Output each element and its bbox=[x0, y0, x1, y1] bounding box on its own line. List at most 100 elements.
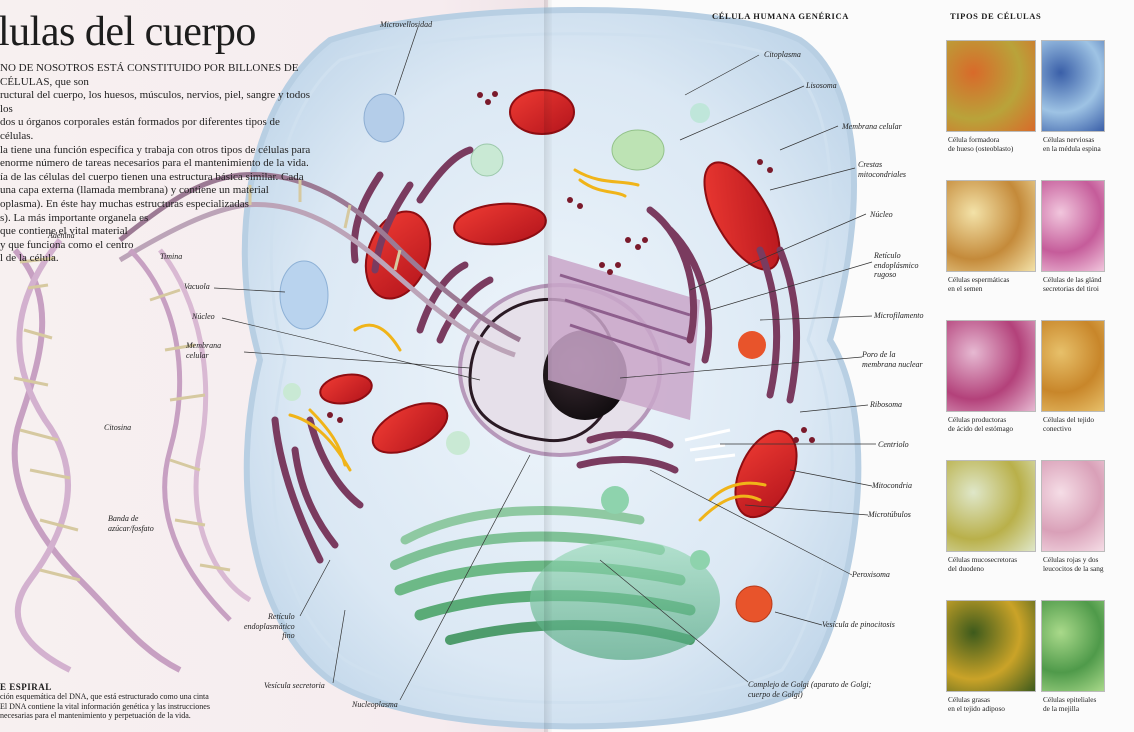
vesicles bbox=[279, 93, 773, 623]
golgi-apparatus bbox=[390, 486, 720, 660]
label-line: cuerpo de Golgi) bbox=[748, 689, 803, 699]
intro-line: s). La más importante organela es bbox=[0, 211, 149, 224]
caption-line: Células nerviosas bbox=[1043, 135, 1095, 144]
intro-line: dos u órganos corporales están formados … bbox=[0, 116, 280, 142]
leader-lines bbox=[213, 26, 876, 701]
section-text: ción esquemática del DNA, que está estru… bbox=[0, 692, 250, 721]
intro-line: NO DE NOSOTROS ESTÁ CONSTITUIDO POR BILL… bbox=[0, 62, 299, 88]
label-golgi: Complejo de Golgi (aparato de Golgi; cue… bbox=[748, 680, 871, 699]
microfilaments bbox=[288, 168, 767, 522]
label-ribosoma: Ribosoma bbox=[870, 400, 902, 409]
label-membrana-celular: Membrana celular bbox=[842, 122, 902, 131]
intro-line: enorme número de tareas necesarios para … bbox=[0, 157, 309, 170]
label-microvellosidad: Microvellosidad bbox=[380, 20, 433, 29]
caption-line: secretorias del tiroi bbox=[1043, 284, 1099, 294]
label-line: rugoso bbox=[874, 270, 897, 280]
ribosomes bbox=[327, 91, 815, 443]
caption-line: Célula formadora bbox=[948, 135, 1000, 144]
cell-type-image bbox=[946, 40, 1036, 132]
nucleus-graphic bbox=[458, 255, 700, 457]
text-line: El DNA contiene la vital información gen… bbox=[0, 701, 210, 711]
label-line: Membrana bbox=[186, 341, 222, 350]
caption-line: de hueso (osteoblasto) bbox=[948, 144, 1014, 154]
label-line: celular bbox=[186, 350, 209, 360]
cell-type-image bbox=[946, 460, 1036, 552]
label-nucleoplasma: Nucleoplasma bbox=[352, 700, 398, 709]
caption-line: del duodeno bbox=[948, 564, 984, 574]
label-line: Banda de bbox=[108, 514, 139, 523]
caption-line: Células del tejido bbox=[1043, 415, 1095, 424]
label-crestas: Crestas mitocondriales bbox=[858, 160, 906, 179]
intro-line: ía de las células del cuerpo tienen una … bbox=[0, 170, 304, 183]
intro-paragraph: NO DE NOSOTROS ESTÁ CONSTITUIDO POR BILL… bbox=[0, 62, 312, 266]
label-microfilamento: Microfilamento bbox=[874, 311, 924, 320]
cell-type-image bbox=[1041, 180, 1105, 272]
book-gutter bbox=[544, 0, 552, 732]
intro-line: una capa externa (llamada membrana) y co… bbox=[0, 184, 269, 197]
cell-type-image bbox=[946, 180, 1036, 272]
cell-type-image bbox=[1041, 320, 1105, 412]
caption-line: de la mejilla bbox=[1043, 704, 1080, 714]
caption-line: en el tejido adiposo bbox=[948, 704, 1005, 714]
header-types: TIPOS DE CÉLULAS bbox=[950, 11, 1042, 21]
dna-helix bbox=[11, 171, 522, 673]
label-line: fino bbox=[282, 631, 295, 641]
text-line: ción esquemática del DNA, que está estru… bbox=[0, 692, 209, 701]
label-line: Retículo bbox=[268, 612, 295, 621]
label-line: membrana nuclear bbox=[862, 359, 923, 369]
caption-line: Células epiteliales bbox=[1043, 695, 1097, 704]
label-reticulo-rugoso: Retículo endoplásmico rugoso bbox=[874, 251, 918, 280]
caption-line: Células espermáticas bbox=[948, 275, 1010, 284]
label-centriolo: Centriolo bbox=[878, 440, 909, 449]
cell-type-image bbox=[1041, 40, 1105, 132]
caption-line: de ácido del estómago bbox=[948, 424, 1014, 434]
label-lisosoma: Lisosoma bbox=[806, 81, 837, 90]
label-adenina: Adenina bbox=[48, 231, 75, 240]
intro-line: y que funciona como el centro bbox=[0, 238, 134, 251]
label-reticulo-fino: Retículo endoplasmático fino bbox=[244, 612, 295, 641]
label-citosina: Citosina bbox=[104, 423, 132, 432]
cell-type-image bbox=[946, 320, 1036, 412]
intro-line: la tiene una función específica y trabaj… bbox=[0, 143, 311, 156]
intro-line: l de la célula. bbox=[0, 252, 59, 265]
caption-line: en el semen bbox=[948, 284, 983, 294]
label-citoplasma: Citoplasma bbox=[764, 50, 801, 59]
label-line: endoplasmático bbox=[244, 621, 295, 631]
label-vacuola: Vacuola bbox=[184, 282, 210, 291]
caption-line: Células mucosecretoras bbox=[948, 555, 1018, 564]
caption-line: conectivo bbox=[1043, 424, 1072, 434]
caption-line: leucocitos de la sang bbox=[1043, 564, 1104, 574]
cell-type-image bbox=[946, 600, 1036, 692]
label-microtubulos: Microtúbulos bbox=[868, 510, 911, 519]
label-banda: Banda de azúcar/fosfato bbox=[108, 514, 154, 533]
intro-line: que contiene el vital material bbox=[0, 225, 128, 238]
label-line: Retículo bbox=[874, 251, 901, 260]
caption-line: Células rojas y dos bbox=[1043, 555, 1099, 564]
caption-line: Células grasas bbox=[948, 695, 990, 704]
intro-line: ructural del cuerpo, los huesos, músculo… bbox=[0, 89, 311, 115]
label-nucleo-right: Núcleo bbox=[870, 210, 893, 219]
caption-line: Células productoras bbox=[948, 415, 1007, 424]
label-peroxisoma: Peroxisoma bbox=[852, 570, 890, 579]
label-nucleo-left: Núcleo bbox=[192, 312, 215, 321]
label-vesicula-secretoria: Vesícula secretoria bbox=[264, 681, 325, 690]
intro-line: oplasma). En éste hay muchas estructuras… bbox=[0, 197, 249, 210]
caption-line: en la médula espina bbox=[1043, 144, 1101, 154]
cell-type-image bbox=[1041, 600, 1105, 692]
label-line: Complejo de Golgi (aparato de Golgi; bbox=[748, 680, 872, 689]
label-timina: Timina bbox=[160, 252, 183, 261]
label-membrana: Membrana celular bbox=[186, 341, 221, 360]
text-line: necesarias para el mantenimiento y perpe… bbox=[0, 711, 191, 721]
page-title: lulas del cuerpo bbox=[0, 9, 256, 55]
